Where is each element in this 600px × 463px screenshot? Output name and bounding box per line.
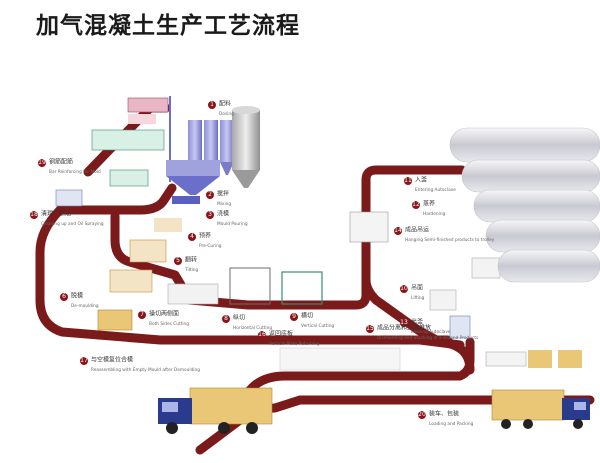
- line-machines: [55, 97, 582, 371]
- batching-silos: [166, 96, 260, 204]
- autoclaves: [449, 127, 600, 283]
- truck-right: [491, 389, 590, 429]
- page-title: 加气混凝土生产工艺流程: [36, 13, 300, 39]
- truck-left: [158, 387, 273, 434]
